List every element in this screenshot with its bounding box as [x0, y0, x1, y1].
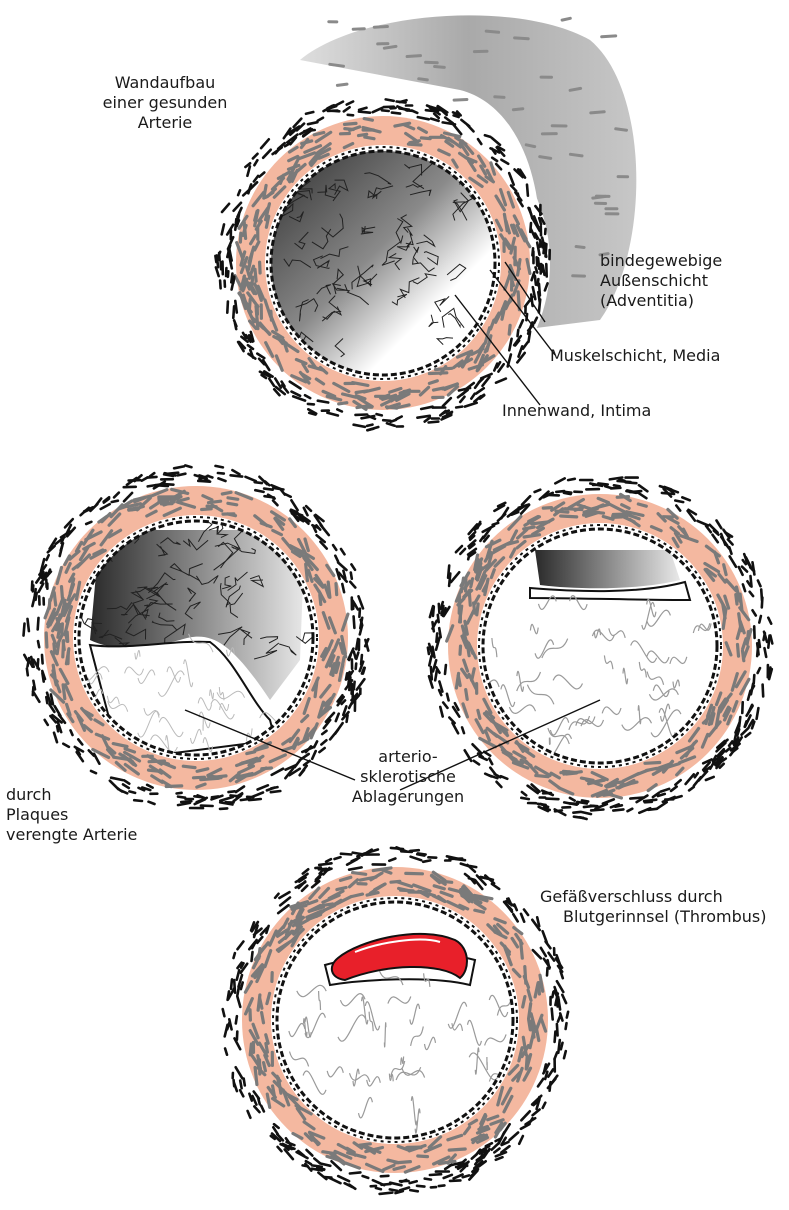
label-plaque-deposits: arterio- sklerotische Ablagerungen — [352, 747, 464, 806]
healthy-title-line-2: einer gesunden — [103, 93, 228, 112]
label-adventitia: bindegewebige Außenschicht (Adventitia) — [600, 251, 722, 310]
thrombus-line-1: Gefäßverschluss durch — [540, 887, 723, 906]
label-intima: Innenwand, Intima — [502, 401, 651, 420]
plaque-deposits-line-1: arterio- — [378, 747, 437, 766]
thrombus-artery — [222, 847, 568, 1194]
healthy-title-line-1: Wandaufbau — [115, 73, 216, 92]
plaque-deposits-line-2: sklerotische — [360, 767, 456, 786]
label-healthy-title: Wandaufbau einer gesunden Arterie — [103, 73, 228, 132]
narrowed-artery-right — [428, 474, 772, 819]
label-narrowed: durch Plaques verengte Arterie — [6, 785, 137, 844]
narrowed-line-2: Plaques — [6, 805, 68, 824]
narrowed-artery-left — [24, 465, 369, 810]
adventitia-line-1: bindegewebige — [600, 251, 722, 270]
thrombus-line-2: Blutgerinnsel (Thrombus) — [563, 907, 766, 926]
label-thrombus: Gefäßverschluss durch Blutgerinnsel (Thr… — [540, 887, 766, 926]
healthy-title-line-3: Arterie — [138, 113, 193, 132]
adventitia-line-2: Außenschicht — [600, 271, 708, 290]
plaque-deposits-line-3: Ablagerungen — [352, 787, 464, 806]
narrowed-line-3: verengte Arterie — [6, 825, 137, 844]
label-media: Muskelschicht, Media — [550, 346, 720, 365]
healthy-artery — [215, 96, 550, 430]
narrowed-line-1: durch — [6, 785, 51, 804]
adventitia-line-3: (Adventitia) — [600, 291, 694, 310]
